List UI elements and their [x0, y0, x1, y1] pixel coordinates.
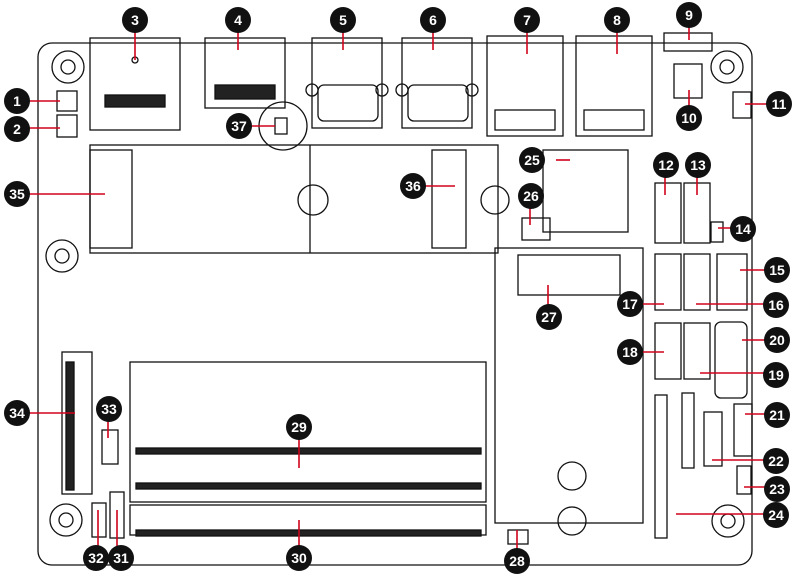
callout-18: 18	[617, 339, 643, 365]
lan-port-7	[486, 35, 564, 137]
callout-13: 13	[685, 152, 711, 178]
callout-1: 1	[4, 88, 30, 114]
pci-slot-24	[654, 392, 695, 539]
minipcie-slot-27	[494, 247, 644, 536]
callout-37: 37	[226, 113, 252, 139]
callout-4: 4	[225, 7, 251, 33]
callout-31: 31	[108, 545, 134, 571]
callout-29: 29	[286, 414, 312, 440]
jumper-14	[710, 221, 724, 243]
mounting-hole-top-right	[710, 50, 744, 84]
callout-23: 23	[764, 476, 790, 502]
header-15	[716, 253, 748, 311]
callout-16: 16	[763, 292, 789, 318]
callout-35: 35	[4, 181, 30, 207]
component-33	[101, 429, 119, 465]
callout-5: 5	[330, 7, 356, 33]
callout-28: 28	[504, 548, 530, 574]
header-12	[654, 182, 682, 244]
sim-slot-25	[542, 149, 629, 233]
callout-8: 8	[604, 7, 630, 33]
sodimm-slot-29	[129, 361, 487, 503]
callout-26: 26	[518, 183, 544, 209]
vga-port-5	[305, 37, 389, 129]
callout-33: 33	[96, 396, 122, 422]
callout-2: 2	[4, 116, 30, 142]
callout-12: 12	[653, 152, 679, 178]
connector-23	[736, 465, 752, 495]
sodimm-slot-30	[129, 504, 487, 537]
mounting-hole-left	[45, 239, 79, 273]
callout-22: 22	[763, 448, 789, 474]
power-connector-2	[56, 114, 78, 138]
jumper-28	[507, 529, 529, 545]
header-18	[654, 322, 682, 380]
callout-3: 3	[122, 7, 148, 33]
callout-36: 36	[400, 173, 426, 199]
header-16	[683, 253, 711, 311]
callout-25: 25	[519, 147, 545, 173]
header-17	[654, 253, 682, 311]
mounting-hole-bottom-left	[49, 503, 83, 537]
m2-connector-36	[431, 149, 467, 249]
callout-10: 10	[676, 105, 702, 131]
connector-21	[733, 403, 753, 457]
header-11	[732, 91, 752, 119]
io-port-4	[204, 37, 286, 109]
callout-24: 24	[763, 502, 789, 528]
connector-26	[521, 217, 551, 241]
callout-7: 7	[514, 7, 540, 33]
callout-19: 19	[763, 362, 789, 388]
callout-21: 21	[764, 402, 790, 428]
vga-port-6	[395, 37, 479, 129]
callout-27: 27	[536, 304, 562, 330]
callout-34: 34	[4, 400, 30, 426]
callout-6: 6	[420, 7, 446, 33]
callout-9: 9	[676, 2, 702, 28]
connector-22	[703, 411, 723, 467]
header-32	[91, 502, 107, 538]
callout-14: 14	[730, 216, 756, 242]
callout-30: 30	[286, 545, 312, 571]
callout-32: 32	[83, 545, 109, 571]
callout-17: 17	[617, 291, 643, 317]
lan-port-8	[575, 35, 653, 137]
callout-20: 20	[764, 327, 790, 353]
m2-slot-35	[89, 144, 510, 254]
callout-11: 11	[766, 91, 792, 117]
dc-jack-9	[663, 32, 713, 99]
mounting-hole-bottom-right	[711, 504, 745, 538]
mounting-hole-top-left	[51, 50, 85, 84]
vertical-slot-34	[61, 351, 93, 495]
callout-15: 15	[764, 257, 790, 283]
header-19	[683, 322, 711, 380]
connector-20	[714, 321, 748, 399]
